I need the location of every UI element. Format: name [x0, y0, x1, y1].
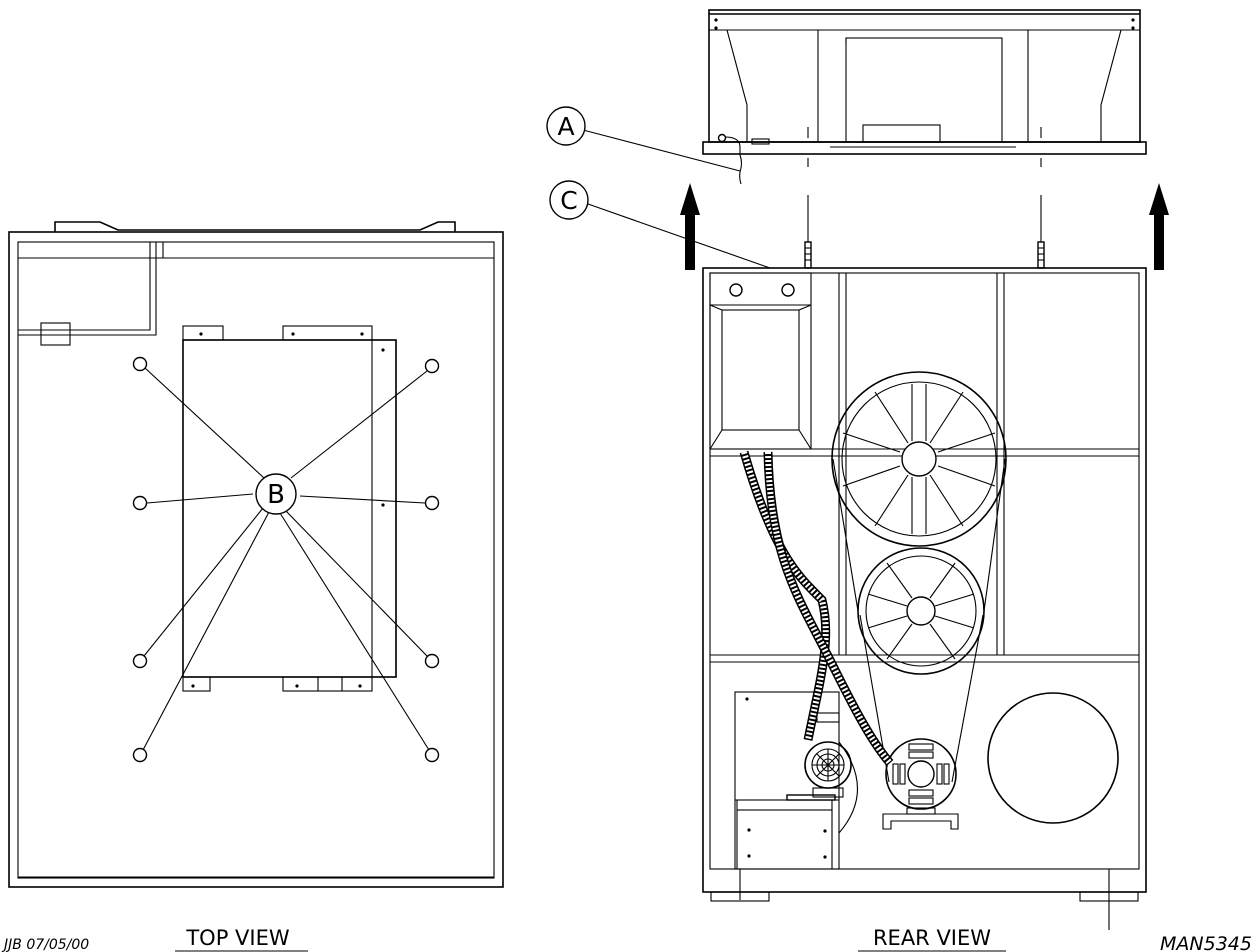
author-date: JJB 07/05/00: [1, 937, 89, 952]
top-view-title: TOP VIEW: [185, 926, 290, 950]
rear-view: [702, 267, 1147, 930]
callout-c-letter: C: [560, 186, 577, 215]
arrow-up-icon: [1149, 183, 1169, 270]
top-section: [702, 9, 1147, 269]
top-view-top-flange: [54, 221, 456, 232]
top-view-cabinet-outer: [8, 231, 504, 888]
arrow-up-icon: [680, 183, 700, 270]
wire: [724, 136, 743, 185]
screw-hole: [132, 747, 148, 763]
callout-a: A: [546, 106, 741, 172]
blower-pulley: [831, 371, 1007, 547]
drawing-number: MAN5345: [1160, 933, 1252, 952]
screw-holes: [132, 356, 440, 763]
screw-hole: [132, 495, 148, 511]
screw-hole: [424, 495, 440, 511]
electrical-box: [709, 272, 812, 450]
round-opening: [987, 692, 1119, 824]
connector-icon: [717, 133, 727, 143]
flexible-conduits: [739, 450, 894, 766]
lift-arrows: [680, 183, 1169, 270]
callout-a-letter: A: [557, 112, 574, 141]
screw-hole: [424, 747, 440, 763]
screw-hole: [132, 356, 148, 372]
screw-hole: [424, 653, 440, 669]
callout-b-leaders: [142, 367, 430, 751]
rear-view-cabinet-inner: [709, 272, 1140, 870]
bolt: [804, 241, 812, 269]
rear-view-title: REAR VIEW: [873, 926, 991, 950]
top-section-flange: [702, 141, 1147, 155]
top-view: B: [8, 221, 504, 888]
screw-hole: [424, 358, 440, 374]
titles: TOP VIEW REAR VIEW JJB 07/05/00 MAN5345: [1, 926, 1252, 952]
top-view-duct: [18, 242, 164, 336]
pump-enclosure: [734, 691, 858, 870]
callout-b: B: [255, 473, 297, 515]
callout-b-letter: B: [267, 480, 285, 510]
bolt: [1037, 241, 1045, 269]
rear-view-cabinet-outer: [702, 267, 1147, 893]
top-view-tab: [40, 322, 71, 346]
screw-hole: [132, 653, 148, 669]
drive-motor: [882, 738, 959, 830]
callout-c: C: [549, 180, 771, 269]
top-view-cabinet-inner: [17, 241, 495, 879]
drive-belts: [832, 458, 1006, 783]
